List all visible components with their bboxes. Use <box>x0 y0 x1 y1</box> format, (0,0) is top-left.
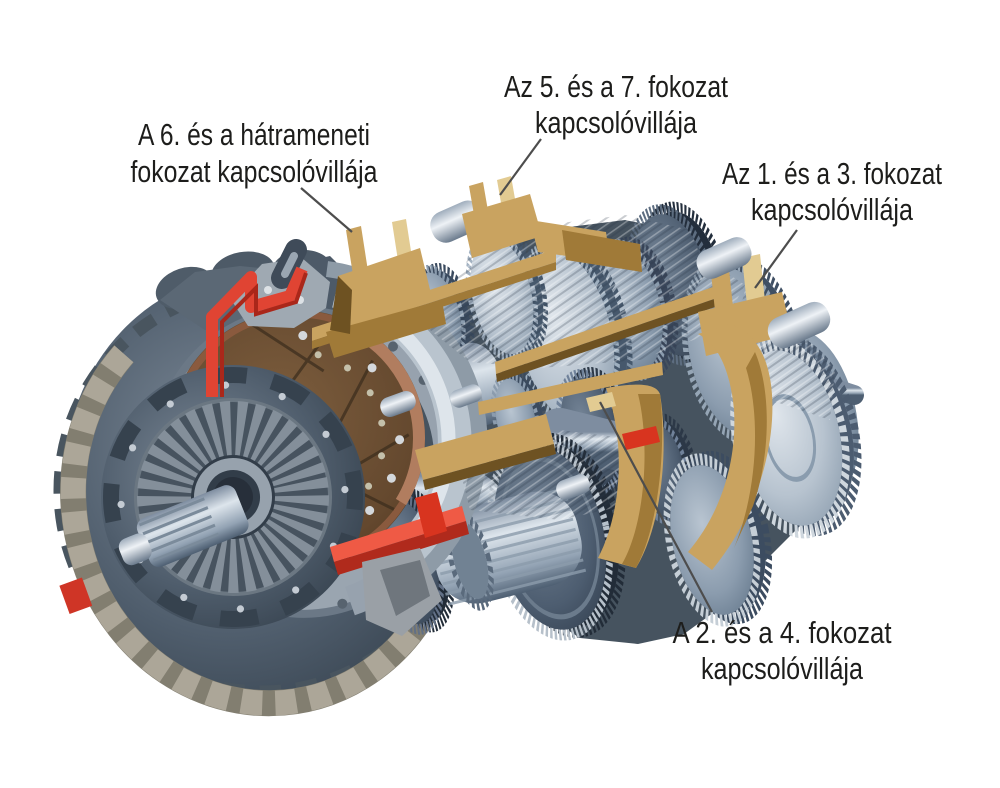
svg-text:Az 5. és a 7. fokozat: Az 5. és a 7. fokozat <box>504 69 728 104</box>
svg-text:A 2. és a 4. fokozat: A 2. és a 4. fokozat <box>673 615 892 650</box>
svg-text:A 6. és a hátrameneti: A 6. és a hátrameneti <box>138 117 370 152</box>
svg-text:kapcsolóvillája: kapcsolóvillája <box>701 651 864 686</box>
svg-text:fokozat kapcsolóvillája: fokozat kapcsolóvillája <box>131 154 379 189</box>
svg-text:Az 1. és a 3. fokozat: Az 1. és a 3. fokozat <box>722 156 942 191</box>
svg-text:kapcsolóvillája: kapcsolóvillája <box>535 105 698 140</box>
svg-text:kapcsolóvillája: kapcsolóvillája <box>751 192 914 227</box>
